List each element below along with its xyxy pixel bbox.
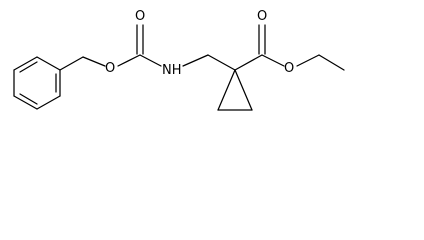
- o-ethyl-bond: [296, 54, 320, 67]
- amine-nitrogen-label: NH: [162, 63, 182, 78]
- ring-bond: [234, 69, 253, 111]
- structure-canvas: O O NH O O: [13, 9, 345, 111]
- ester-ether-oxygen-label: O: [284, 61, 294, 76]
- molecule-structure: O O NH O O: [13, 9, 345, 111]
- benzene-ring: [13, 56, 61, 110]
- ring-bond: [13, 56, 38, 71]
- ring-bond: [36, 95, 61, 110]
- ch2-quaternary-bond: [207, 54, 236, 71]
- carbamate-ester-oxygen-label: O: [105, 61, 115, 76]
- ring-bond: [36, 56, 61, 71]
- quaternary-carbonyl-bond: [234, 54, 263, 71]
- ethyl-bond: [318, 54, 345, 71]
- ring-double-bond: [19, 61, 38, 73]
- o-carbonyl-bond: [117, 54, 141, 67]
- benzyl-bond: [59, 56, 84, 71]
- ring-double-bond: [19, 93, 38, 105]
- carbamate-carbonyl-oxygen-label: O: [135, 9, 145, 24]
- carbonyl-n-bond: [139, 54, 162, 67]
- ring-bond: [217, 69, 236, 111]
- benzyl-o-bond: [82, 56, 106, 67]
- ester-carbonyl-oxygen-label: O: [257, 9, 267, 24]
- n-ch2-bond: [182, 54, 209, 67]
- ring-bond: [13, 95, 38, 110]
- cyclopropane-ring: [217, 69, 253, 111]
- carbonyl-o-bond: [261, 54, 285, 67]
